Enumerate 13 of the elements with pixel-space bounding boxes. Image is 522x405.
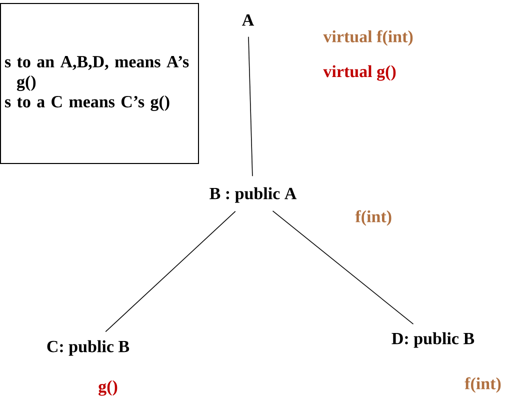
- class-label: C: public B: [47, 340, 130, 356]
- connector-line: [105, 210, 236, 332]
- class-label: D: public B: [392, 332, 474, 348]
- method-label: virtual f(int): [323, 30, 413, 46]
- class-label: A: [242, 14, 254, 26]
- class-label: B : public A: [210, 187, 297, 203]
- method-label: g(): [98, 380, 118, 396]
- method-label: virtual g(): [323, 65, 396, 81]
- method-label: f(int): [464, 377, 501, 393]
- note-box: s to an A,B,D, means A’s g() s to a C means C’s g(): [0, 3, 199, 164]
- connector-line: [272, 210, 414, 324]
- connector-line: [248, 36, 253, 176]
- method-label: f(int): [355, 210, 392, 226]
